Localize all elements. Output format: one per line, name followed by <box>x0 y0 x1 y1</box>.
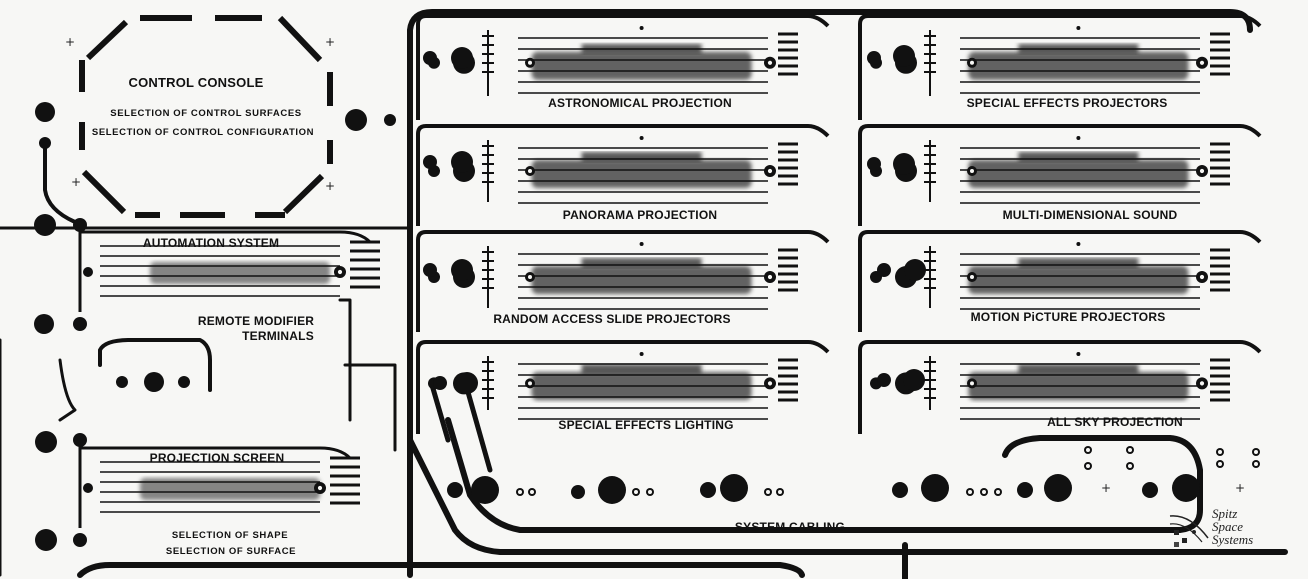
system-cabling-label: SYSTEM CABLING <box>735 520 845 534</box>
module-dot <box>1076 242 1080 246</box>
module-dot <box>1076 26 1080 30</box>
control-console-line2: SELECTION OF CONTROL CONFIGURATION <box>92 126 314 140</box>
control-console-line1: SELECTION OF CONTROL SURFACES <box>110 107 301 121</box>
panel-pad <box>83 483 93 493</box>
board-pad <box>433 376 447 390</box>
board-pad <box>867 51 881 65</box>
control-console-title: CONTROL CONSOLE <box>129 76 264 90</box>
automation-system-label: AUTOMATION SYSTEM <box>143 236 279 250</box>
crosshair-mark: + <box>1101 481 1111 495</box>
astronomical-projection-label: ASTRONOMICAL PROJECTION <box>548 96 732 110</box>
cabling-node <box>700 482 716 498</box>
screen-trace-right <box>345 365 395 450</box>
board-pad <box>384 114 396 126</box>
projection-screen-line1: SELECTION OF SHAPE <box>172 529 288 543</box>
cabling-node <box>892 482 908 498</box>
panel-pad <box>83 267 93 277</box>
cabling-node <box>1044 474 1072 502</box>
cabling-node <box>447 482 463 498</box>
cabling-node <box>471 476 499 504</box>
board-pad <box>345 109 367 131</box>
remote-modifier-label-1: REMOTE MODIFIER <box>198 314 314 328</box>
crosshair-mark: + <box>71 175 81 189</box>
board-pad <box>39 137 51 149</box>
board-pad <box>893 45 915 67</box>
board-pad <box>73 218 87 232</box>
cabling-node <box>1142 482 1158 498</box>
cabling-node <box>921 474 949 502</box>
board-pad <box>904 259 926 281</box>
board-pad <box>423 263 437 277</box>
bottom-rail <box>80 565 802 575</box>
board-pad <box>451 259 473 281</box>
board-pad <box>73 433 87 447</box>
remote-modifier-label-2: TERMINALS <box>242 329 314 343</box>
spitz-space-systems-logo: Spitz Space Systems <box>1168 506 1288 554</box>
cabling-node <box>598 476 626 504</box>
module-dot <box>640 136 644 140</box>
crosshair-mark: + <box>1235 481 1245 495</box>
board-pad <box>893 153 915 175</box>
all-sky-projection-label: ALL SKY PROJECTION <box>1047 415 1183 429</box>
cabling-feed-1 <box>432 385 448 440</box>
module-dot <box>640 242 644 246</box>
board-pad <box>451 47 473 69</box>
board-pad <box>73 317 87 331</box>
board-pad <box>423 155 437 169</box>
module-dot <box>1076 352 1080 356</box>
special-effects-projectors-label: SPECIAL EFFECTS PROJECTORS <box>967 96 1168 110</box>
crosshair-mark: + <box>325 35 335 49</box>
logo-line3: Systems <box>1212 534 1253 546</box>
board-pad <box>423 51 437 65</box>
board-pad <box>116 376 128 388</box>
board-pad <box>456 372 478 394</box>
cabling-node <box>1017 482 1033 498</box>
motion-picture-projectors-label: MOTION PiCTURE PROJECTORS <box>971 310 1166 324</box>
board-pad <box>35 529 57 551</box>
cabling-node <box>1172 474 1200 502</box>
projection-screen-label: PROJECTION SCREEN <box>150 451 285 465</box>
module-dot <box>1076 136 1080 140</box>
board-pad <box>35 431 57 453</box>
module-dot <box>640 26 644 30</box>
remote-trace <box>340 300 350 420</box>
board-pad <box>178 376 190 388</box>
system-cabling-loop <box>448 420 1200 530</box>
logo-mark-icon <box>1168 508 1212 552</box>
left-trace-2 <box>60 360 75 420</box>
board-pad <box>877 263 891 277</box>
board-pad <box>867 157 881 171</box>
crosshair-mark: + <box>65 35 75 49</box>
random-access-slide-projectors-label: RANDOM ACCESS SLIDE PROJECTORS <box>493 312 730 326</box>
board-pad <box>877 373 891 387</box>
board-pad <box>903 369 925 391</box>
board-pad <box>35 102 55 122</box>
board-pad <box>451 151 473 173</box>
board-pad <box>73 533 87 547</box>
module-dot <box>640 352 644 356</box>
board-pad <box>34 314 54 334</box>
cabling-node <box>571 485 585 499</box>
multi-dimensional-sound-label: MULTI-DIMENSIONAL SOUND <box>1003 208 1178 222</box>
panorama-projection-label: PANORAMA PROJECTION <box>563 208 717 222</box>
crosshair-mark: + <box>325 179 335 193</box>
board-pad <box>144 372 164 392</box>
board-pad <box>34 214 56 236</box>
special-effects-lighting-label: SPECIAL EFFECTS LIGHTING <box>558 418 733 432</box>
projection-screen-line2: SELECTION OF SURFACE <box>166 545 296 559</box>
cabling-node <box>720 474 748 502</box>
